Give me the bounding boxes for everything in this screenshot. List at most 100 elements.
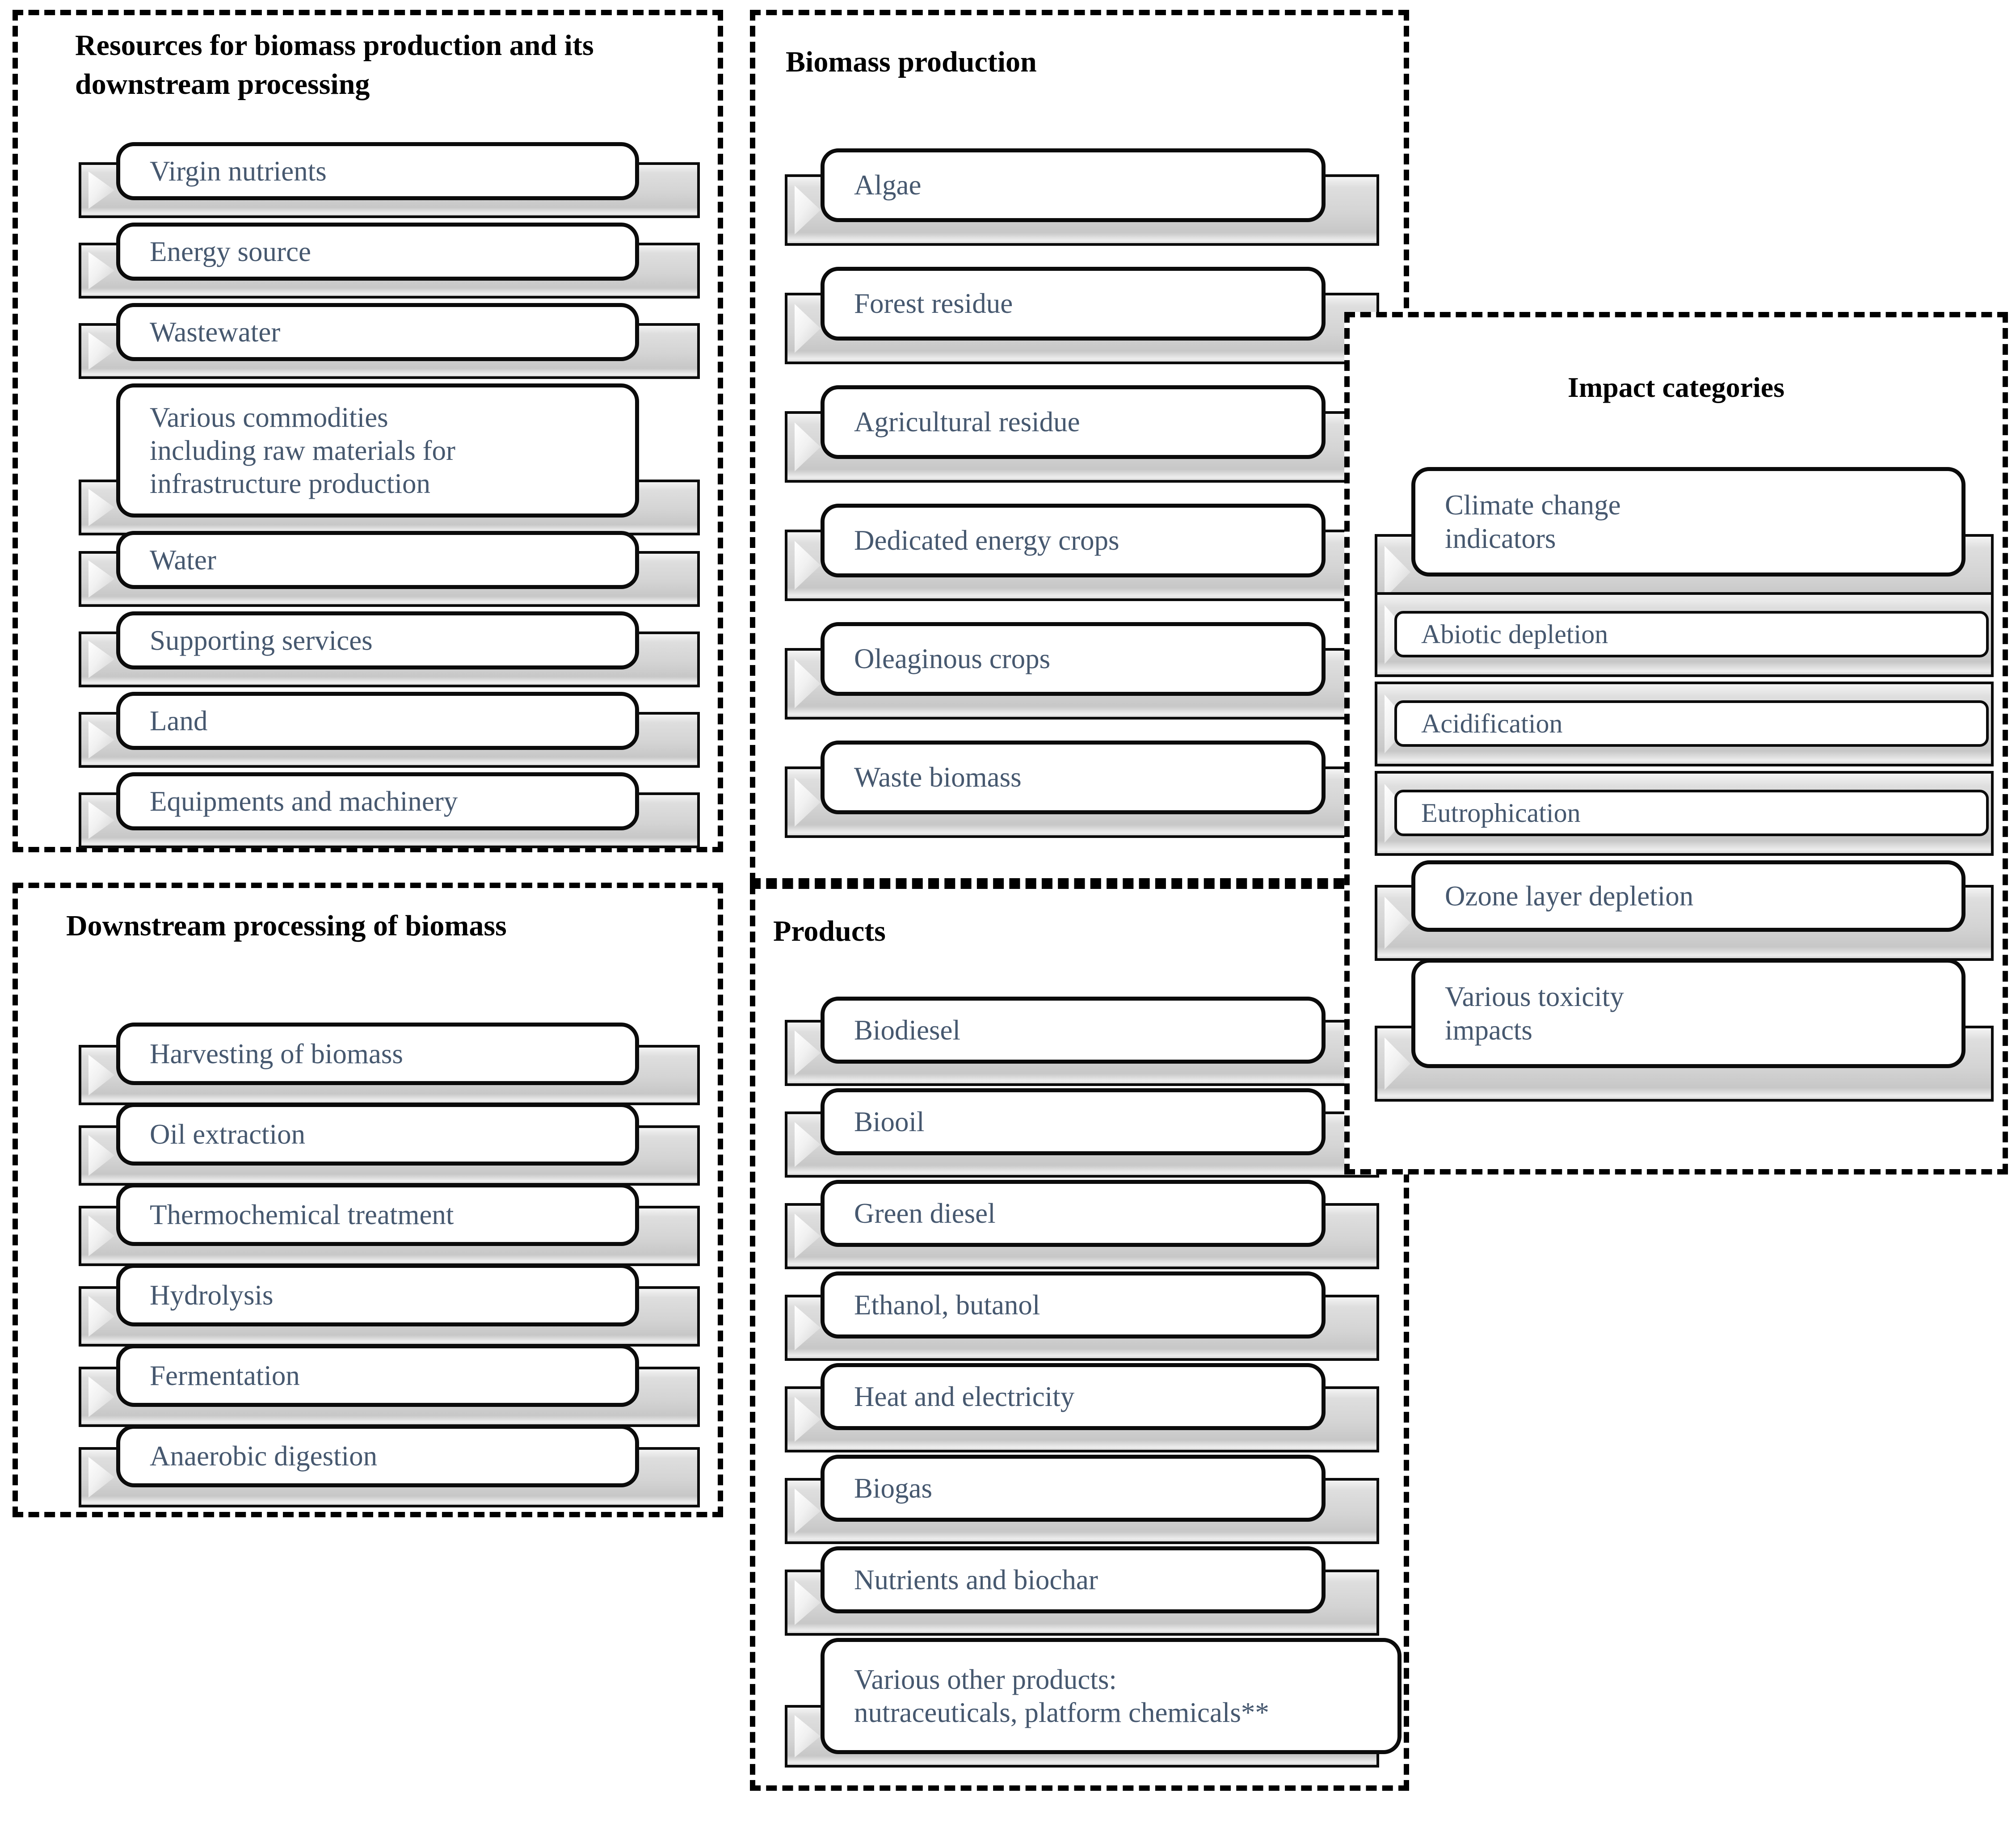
item-box: Various toxicity impacts	[1411, 959, 1965, 1068]
item-box: Waste biomass	[821, 741, 1326, 814]
impact-item-list: Climate change indicators Abiotic deplet…	[1344, 467, 2008, 1102]
list-item-climate-change-indicators: Climate change indicators	[1344, 467, 2008, 610]
list-item-biooil: Biooil	[750, 1088, 1409, 1178]
list-item-supporting-services: Supporting services	[13, 611, 723, 687]
item-box: Climate change indicators	[1411, 467, 1965, 577]
chevron-right-icon	[795, 1488, 821, 1534]
item-box: Biogas	[821, 1455, 1326, 1522]
item-box: Equipments and machinery	[116, 772, 639, 830]
list-item-fermentation: Fermentation	[13, 1344, 723, 1427]
list-item-biodiesel: Biodiesel	[750, 997, 1409, 1086]
list-item-green-diesel: Green diesel	[750, 1180, 1409, 1269]
item-label: Energy source	[150, 236, 311, 267]
list-item-nutrients-and-biochar: Nutrients and biochar	[750, 1546, 1409, 1636]
list-item-anaerobic-digestion: Anaerobic digestion	[13, 1425, 723, 1507]
chevron-right-icon	[88, 171, 114, 209]
item-box: Harvesting of biomass	[116, 1023, 639, 1085]
chevron-right-icon	[795, 1122, 821, 1167]
item-label: Fermentation	[150, 1360, 300, 1391]
chevron-right-icon	[795, 659, 821, 708]
item-label: Heat and electricity	[854, 1381, 1075, 1412]
item-label: Oil extraction	[150, 1118, 306, 1150]
resources-section-title: Resources for biomass production and its…	[75, 29, 594, 101]
chevron-right-icon	[795, 1580, 821, 1625]
downstream-item-list: Harvesting of biomass Oil extraction The…	[13, 1023, 723, 1507]
chevron-right-icon	[88, 640, 114, 678]
item-label: Hydrolysis	[150, 1279, 274, 1311]
list-item-energy-source: Energy source	[13, 223, 723, 299]
list-item-abiotic-depletion: Abiotic depletion	[1344, 592, 2008, 677]
chevron-right-icon	[88, 488, 114, 526]
item-label: Green diesel	[854, 1197, 996, 1229]
item-label: Thermochemical treatment	[150, 1199, 454, 1230]
list-item-biogas: Biogas	[750, 1455, 1409, 1544]
item-box: Green diesel	[821, 1180, 1326, 1247]
item-box: Heat and electricity	[821, 1363, 1326, 1430]
item-label: Supporting services	[150, 624, 373, 656]
chevron-right-icon	[1385, 1037, 1410, 1090]
chevron-right-icon	[795, 304, 821, 353]
item-box: Fermentation	[116, 1344, 639, 1407]
chevron-right-icon	[1385, 897, 1410, 949]
item-box: Water	[116, 531, 639, 589]
item-label: Agricultural residue	[854, 406, 1080, 438]
item-label: Various toxicity impacts	[1445, 981, 1624, 1046]
item-box: Land	[116, 692, 639, 750]
list-item-land: Land	[13, 692, 723, 768]
list-item-waste-biomass: Waste biomass	[750, 741, 1409, 838]
list-item-agricultural-residue: Agricultural residue	[750, 385, 1409, 483]
chevron-right-icon	[795, 1030, 821, 1076]
downstream-processing-section-title: Downstream processing of biomass	[66, 909, 507, 942]
products-section-title: Products	[773, 915, 886, 947]
item-label: Equipments and machinery	[150, 785, 458, 817]
biomass-production-section-title: Biomass production	[786, 46, 1037, 78]
list-item-ozone-layer-depletion: Ozone layer depletion	[1344, 860, 2008, 961]
item-label: Dedicated energy crops	[854, 525, 1120, 556]
item-label: Ethanol, butanol	[854, 1289, 1040, 1321]
list-item-heat-and-electricity: Heat and electricity	[750, 1363, 1409, 1452]
chevron-right-icon	[88, 1135, 114, 1176]
item-label: Wastewater	[150, 316, 281, 348]
chevron-right-icon	[795, 1715, 821, 1758]
item-box: Dedicated energy crops	[821, 504, 1326, 577]
item-label: Biogas	[854, 1472, 933, 1504]
item-box: Energy source	[116, 223, 639, 281]
item-box: Algae	[821, 148, 1326, 222]
list-item-oleaginous-crops: Oleaginous crops	[750, 622, 1409, 720]
chevron-right-icon	[795, 185, 821, 235]
list-item-harvesting-of-biomass: Harvesting of biomass	[13, 1023, 723, 1105]
item-box: Agricultural residue	[821, 385, 1326, 459]
item-label: Land	[150, 705, 208, 737]
chevron-right-icon	[795, 778, 821, 827]
item-box: Various commodities including raw materi…	[116, 383, 639, 518]
list-item-forest-residue: Forest residue	[750, 267, 1409, 364]
chevron-right-icon	[88, 721, 114, 759]
chevron-right-icon	[88, 560, 114, 598]
chevron-right-icon	[1385, 546, 1410, 598]
item-box: Supporting services	[116, 611, 639, 669]
item-label: Biooil	[854, 1106, 925, 1137]
item-label: Climate change indicators	[1445, 489, 1621, 554]
impact-categories-section-title: Impact categories	[1567, 371, 1785, 403]
item-box: Wastewater	[116, 303, 639, 361]
item-label: Harvesting of biomass	[150, 1038, 403, 1069]
list-item-algae: Algae	[750, 148, 1409, 246]
list-item-water: Water	[13, 531, 723, 607]
item-box: Ozone layer depletion	[1411, 860, 1965, 932]
item-box: Oleaginous crops	[821, 622, 1326, 696]
item-label: Biodiesel	[854, 1014, 960, 1046]
resources-section-box	[13, 10, 723, 852]
item-box: Virgin nutrients	[116, 142, 639, 200]
item-box: Biodiesel	[821, 997, 1326, 1064]
list-item-virgin-nutrients: Virgin nutrients	[13, 142, 723, 218]
item-box: Ethanol, butanol	[821, 1271, 1326, 1339]
list-item-acidification: Acidification	[1344, 682, 2008, 766]
item-label: Nutrients and biochar	[854, 1564, 1098, 1595]
item-box: Hydrolysis	[116, 1264, 639, 1326]
item-box: Anaerobic digestion	[116, 1425, 639, 1487]
list-item-hydrolysis: Hydrolysis	[13, 1264, 723, 1347]
item-label: Virgin nutrients	[150, 155, 327, 187]
chevron-right-icon	[795, 1305, 821, 1351]
chevron-right-icon	[88, 332, 114, 370]
